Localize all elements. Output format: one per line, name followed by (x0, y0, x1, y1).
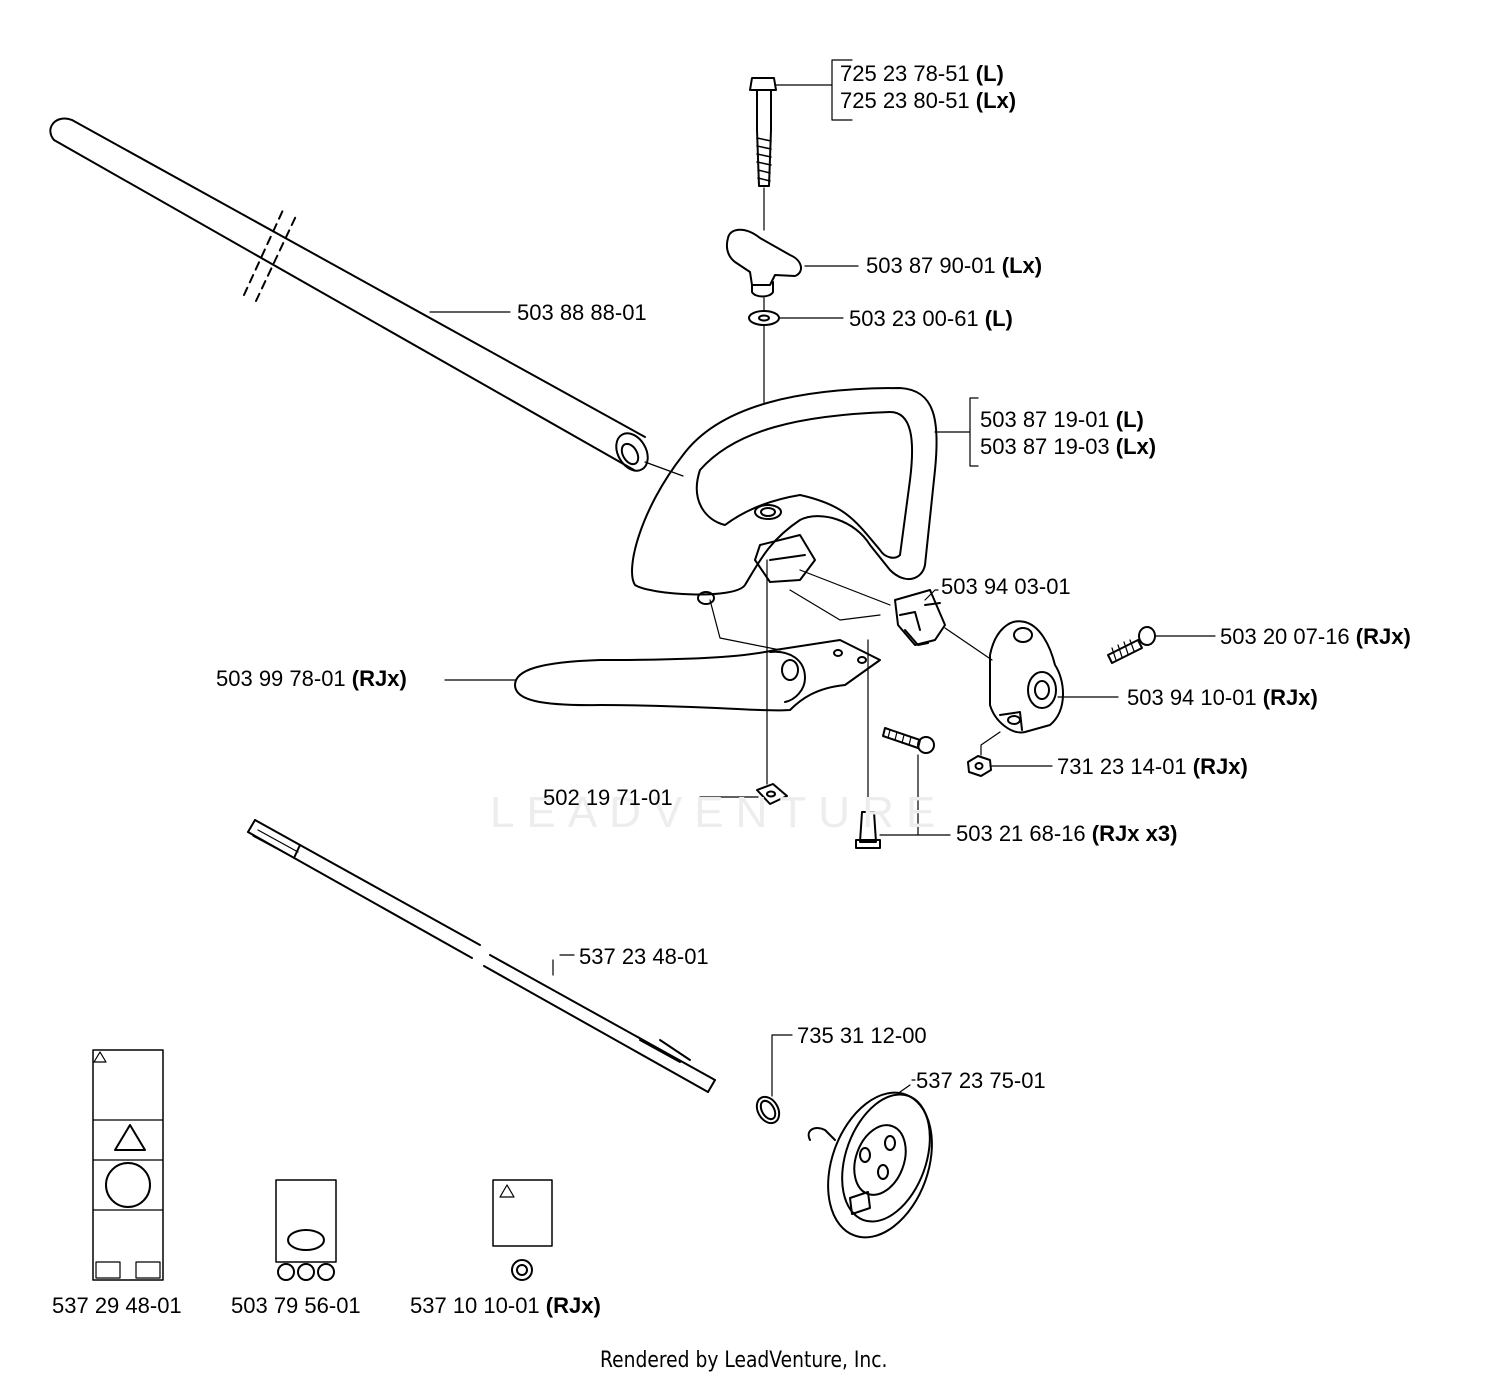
label-knob: 503 87 90-01 (Lx) (866, 253, 1043, 278)
square-nut-part (756, 559, 788, 805)
footer-credit: Rendered by LeadVenture, Inc. (600, 1348, 888, 1373)
guard-part (514, 591, 881, 712)
decal3-part (492, 1179, 553, 1281)
label-washer: 503 23 00-61 (L) (849, 306, 1013, 331)
screws3-part (855, 639, 951, 849)
label-handle-l: 503 87 19-01 (L) (980, 407, 1144, 432)
decal1-part (92, 1049, 164, 1281)
label-tube: 503 88 88-01 (517, 300, 647, 325)
label-screws3: 503 21 68-16 (RJx x3) (956, 821, 1178, 846)
label-bolt-lx: 725 23 80-51 (Lx) (840, 88, 1017, 113)
tube-part (49, 117, 649, 472)
label-nut: 731 23 14-01 (RJx) (1057, 754, 1248, 779)
label-shaft: 537 23 48-01 (579, 944, 709, 969)
label-decal3: 537 10 10-01 (RJx) (410, 1293, 601, 1318)
decal2-part (275, 1179, 337, 1281)
clip-part (894, 589, 946, 646)
shaft-part (247, 819, 716, 1093)
handle-part (631, 387, 938, 621)
label-bolt-l: 725 23 78-51 (L) (840, 61, 1004, 86)
watermark: LEADVENTURE (490, 788, 948, 837)
label-clip: 503 94 03-01 (941, 574, 1071, 599)
washer-part (748, 310, 780, 405)
label-holder: 503 94 10-01 (RJx) (1127, 685, 1318, 710)
label-decal2: 503 79 56-01 (231, 1293, 361, 1318)
screw-part (1107, 626, 1216, 664)
nut-part (967, 731, 1053, 777)
label-screw: 503 20 07-16 (RJx) (1220, 624, 1411, 649)
holder-part (944, 620, 1064, 734)
bolt-part (749, 77, 777, 231)
drum-part (807, 1084, 933, 1239)
label-square-nut: 502 19 71-01 (543, 785, 673, 810)
label-handle-lx: 503 87 19-03 (Lx) (980, 434, 1157, 459)
label-drum: 537 23 75-01 (916, 1068, 1046, 1093)
oring-part (755, 1034, 793, 1125)
label-guard: 503 99 78-01 (RJx) (216, 666, 407, 691)
leader-lines (429, 59, 1119, 1081)
label-oring: 735 31 12-00 (797, 1023, 927, 1048)
knob-part (725, 228, 802, 311)
label-decal1: 537 29 48-01 (52, 1293, 182, 1318)
